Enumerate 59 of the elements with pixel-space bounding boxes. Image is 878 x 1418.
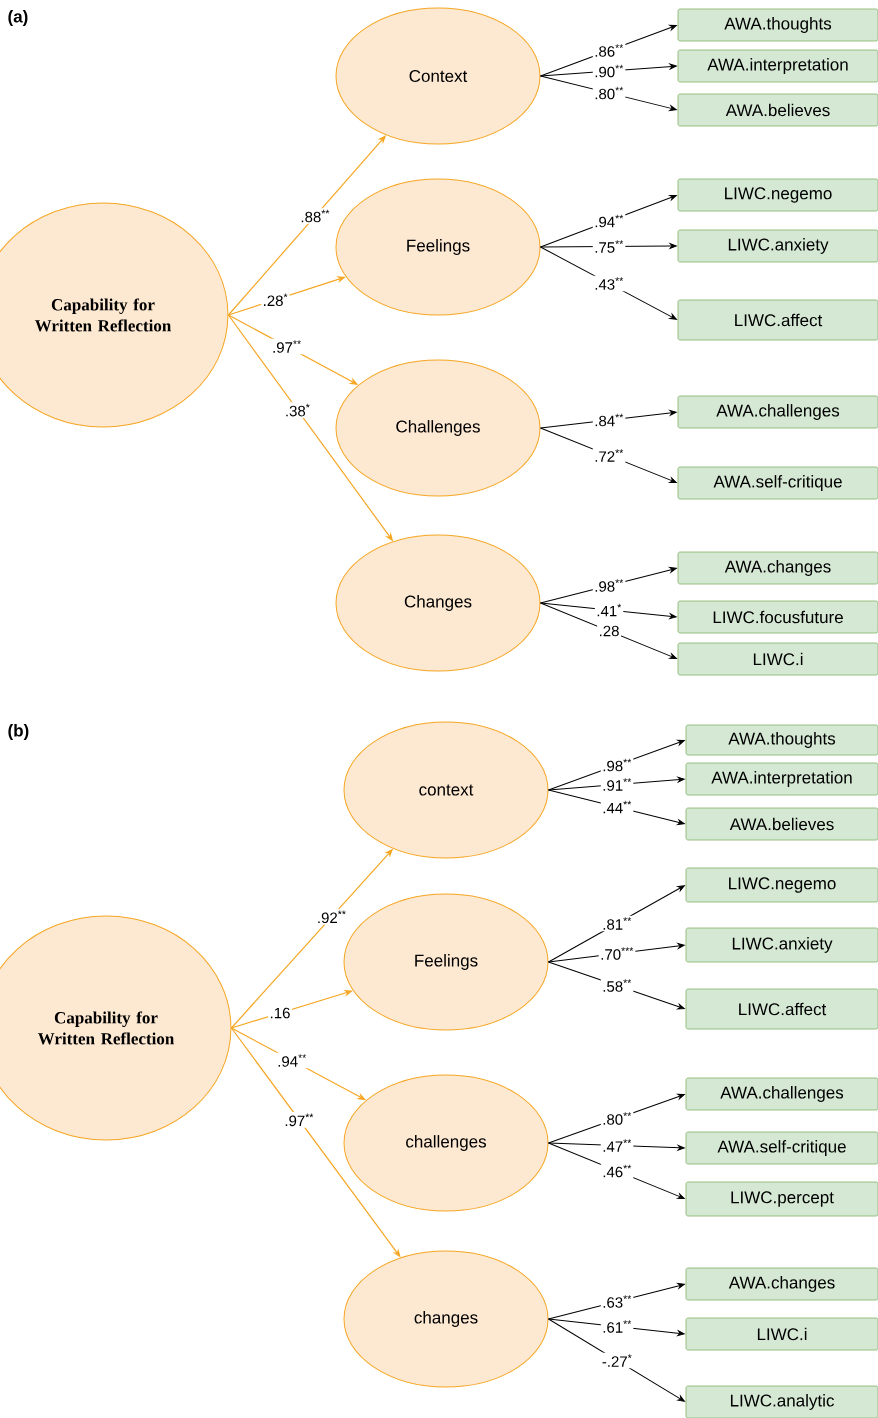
indicator-box: AWA.self-critique [685, 1131, 878, 1165]
edge-label: .97$^{**}$ [282, 1112, 316, 1128]
edge-label: .41$^{*}$ [594, 602, 624, 618]
edge-label: .28$^{*}$ [261, 291, 290, 308]
edge-label: .47$^{**}$ [600, 1137, 634, 1154]
edge-label: .80$^{**}$ [592, 85, 626, 101]
edge-label: .72$^{**}$ [592, 447, 626, 464]
edge-label: .80$^{**}$ [600, 1110, 634, 1127]
edge-label: .43$^{**}$ [592, 275, 626, 292]
indicator-box: AWA.self-critique [677, 466, 878, 500]
edge-label: .94$^{**}$ [275, 1052, 309, 1069]
arrow [548, 1318, 685, 1402]
indicator-box: LIWC.affect [685, 988, 878, 1030]
edge-label: .98$^{**}$ [592, 577, 626, 594]
edge-label: .28 [597, 624, 621, 638]
edge-label: .91$^{**}$ [600, 776, 634, 793]
edge-label: .46$^{**}$ [600, 1163, 634, 1179]
edge-label: .81$^{**}$ [600, 915, 634, 932]
indicator-box: LIWC.affect [677, 299, 878, 341]
indicator-box: AWA.thoughts [677, 8, 878, 42]
indicator-box: AWA.believes [685, 807, 878, 841]
edge-label: .92$^{**}$ [315, 909, 348, 925]
panel-label: (b) [8, 724, 29, 740]
edge-label: .63$^{**}$ [600, 1293, 634, 1310]
edge-label: .58$^{**}$ [600, 977, 634, 994]
edge-label: .16 [268, 1006, 292, 1020]
edge-label: .97$^{**}$ [270, 338, 304, 355]
indicator-box: LIWC.analytic [685, 1385, 878, 1418]
edge-label: .38$^{*}$ [283, 402, 312, 418]
indicator-box: LIWC.anxiety [685, 927, 878, 963]
indicator-box: LIWC.negemo [685, 867, 878, 903]
edge-label: .84$^{**}$ [592, 412, 626, 428]
edge-label: .90$^{**}$ [592, 63, 626, 79]
indicator-box: AWA.thoughts [685, 724, 878, 756]
panel-label: (a) [8, 10, 28, 26]
edge-label: .94$^{**}$ [592, 213, 626, 229]
indicator-box: AWA.interpretation [677, 49, 878, 83]
indicator-box: LIWC.negemo [677, 178, 878, 212]
indicator-box: LIWC.i [677, 642, 878, 676]
edge-label: .98$^{**}$ [600, 757, 634, 773]
indicator-box: AWA.changes [677, 551, 878, 585]
indicator-box: AWA.interpretation [685, 762, 878, 796]
edge-label: .86$^{**}$ [592, 42, 626, 59]
indicator-box: AWA.believes [677, 93, 878, 127]
indicator-box: AWA.changes [685, 1267, 878, 1301]
indicator-box: LIWC.percept [685, 1181, 878, 1217]
arrow [548, 885, 685, 963]
edge-label: -.27$^{*}$ [600, 1352, 634, 1369]
edge-label: .75$^{**}$ [592, 238, 626, 255]
indicator-box: AWA.challenges [677, 395, 878, 429]
indicator-box: LIWC.anxiety [677, 229, 878, 263]
indicator-box: AWA.challenges [685, 1077, 878, 1111]
indicator-box: LIWC.focusfuture [677, 600, 878, 634]
edge-label: .61$^{**}$ [600, 1318, 634, 1335]
indicator-box: LIWC.i [685, 1317, 878, 1351]
edge-label: .70$^{***}$ [598, 945, 636, 962]
arrow [540, 602, 677, 659]
edge-label: .88$^{**}$ [298, 208, 332, 224]
edge-label: .44$^{**}$ [600, 799, 634, 815]
